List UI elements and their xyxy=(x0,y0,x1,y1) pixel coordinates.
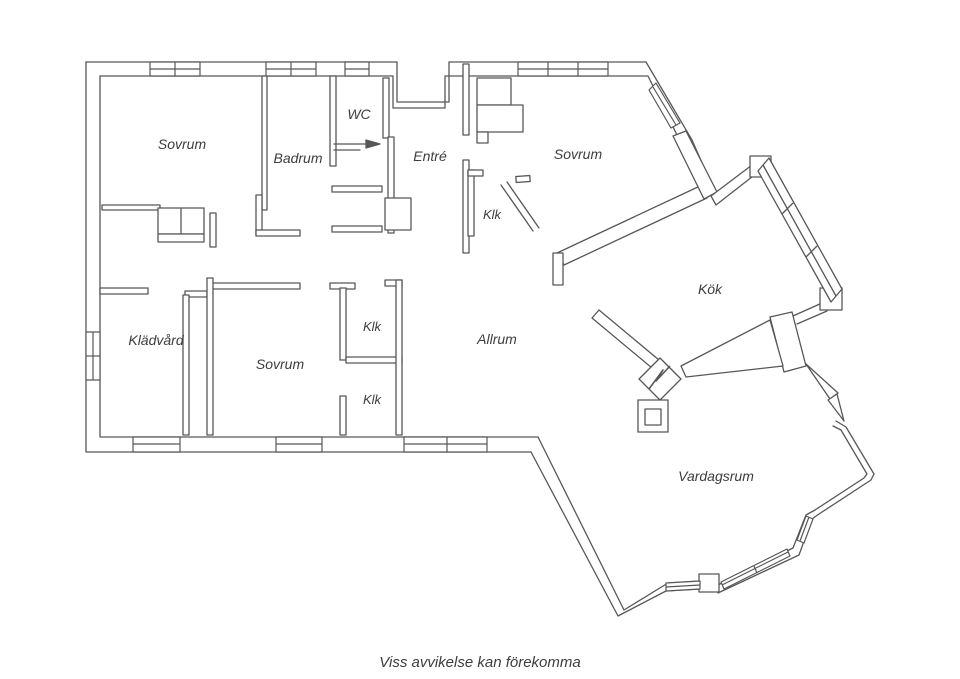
windows xyxy=(85,61,814,592)
room-label-entre: Entré xyxy=(413,148,447,164)
chimney-outer xyxy=(637,399,669,433)
window-bay-east xyxy=(796,515,814,544)
klk-diagonal-door-icon xyxy=(500,174,540,232)
window-top-sovrum xyxy=(149,61,201,77)
room-label-vardagsrum: Vardagsrum xyxy=(678,468,754,484)
disclaimer-text: Viss avvikelse kan förekomma xyxy=(379,654,580,671)
door-symbols xyxy=(333,139,845,422)
room-label-klk-top-right: Klk xyxy=(483,207,503,222)
fireplace-diamond xyxy=(638,357,682,401)
room-label-kladvard: Klädvård xyxy=(128,332,184,348)
fireplace-lightning-icon xyxy=(648,365,671,390)
kok-double-door-swing-icon xyxy=(805,363,845,422)
room-label-sovrum-top-left: Sovrum xyxy=(158,136,207,152)
room-label-sovrum-bottom-left: Sovrum xyxy=(256,356,305,372)
window-bottom-1 xyxy=(132,436,181,453)
room-label-badrum: Badrum xyxy=(273,150,322,166)
window-bay-diagonal xyxy=(720,548,791,590)
window-top-sovrum-right xyxy=(517,61,609,77)
room-label-allrum: Allrum xyxy=(476,331,517,347)
window-top-badrum xyxy=(265,61,317,77)
window-bottom-2 xyxy=(275,436,323,453)
room-labels: Sovrum Badrum WC Entré Sovrum Klk Kök Kl… xyxy=(128,106,754,484)
window-left-kladvard xyxy=(85,331,101,381)
interior-walls xyxy=(99,63,843,593)
room-label-sovrum-top-right: Sovrum xyxy=(554,146,603,162)
fireplace xyxy=(637,357,682,433)
room-label-klk-upper: Klk xyxy=(363,319,383,334)
room-label-klk-lower: Klk xyxy=(363,392,383,407)
room-label-kok: Kök xyxy=(698,281,723,297)
room-label-wc: WC xyxy=(347,106,371,122)
chimney-inner xyxy=(644,408,662,426)
window-top-wc xyxy=(344,61,370,77)
exterior-walls xyxy=(85,61,875,617)
wc-sliding-door-icon xyxy=(333,139,381,151)
window-diagonal-sovrum xyxy=(648,82,681,129)
window-bottom-allrum xyxy=(403,436,488,453)
window-bay-bottom xyxy=(665,580,701,592)
